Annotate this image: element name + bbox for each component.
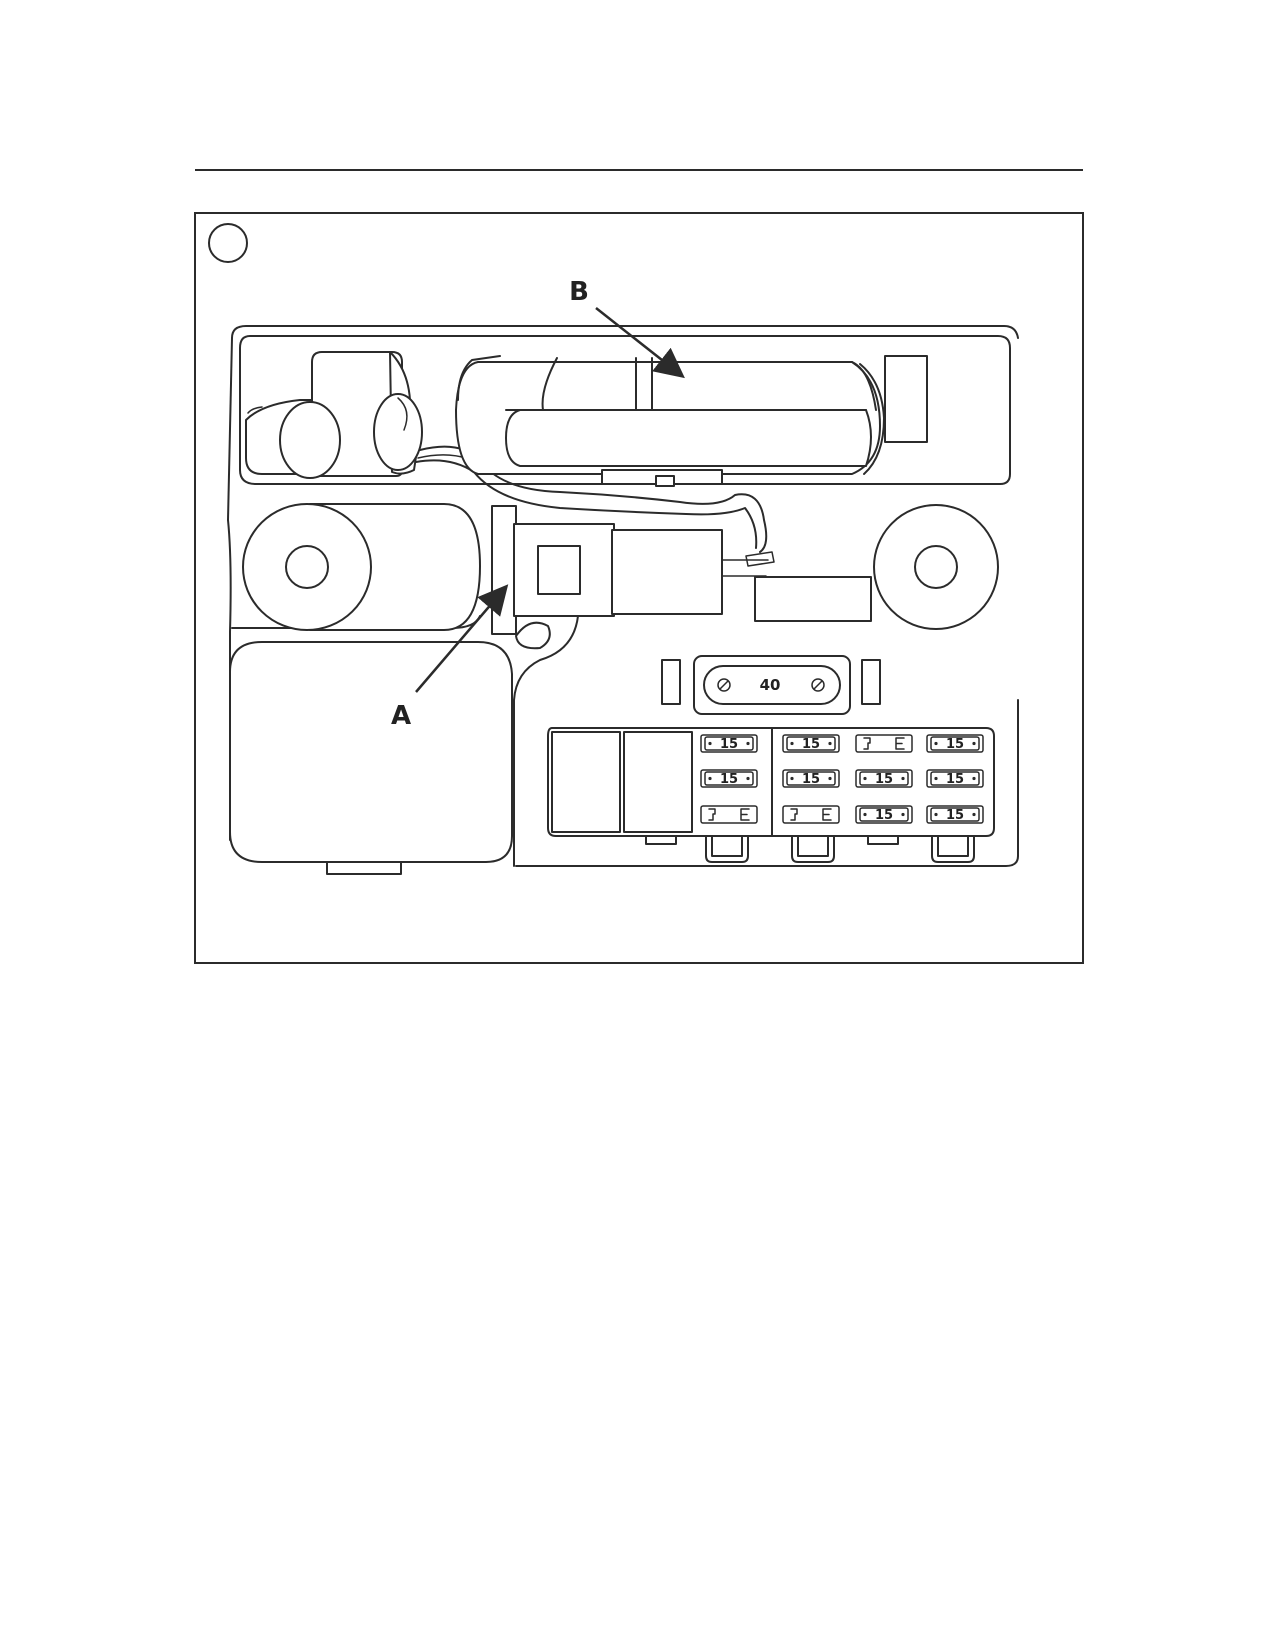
fuse-r2c1: 15 xyxy=(700,769,758,788)
cylinder-component-b xyxy=(455,355,928,487)
lower-left-compartment xyxy=(229,641,513,875)
callout-arrow-a xyxy=(415,584,509,693)
right-spool xyxy=(873,504,999,630)
callout-label-a: A xyxy=(391,701,411,731)
fuse-rating: 15 xyxy=(875,772,893,787)
maxi-fuse-rating: 40 xyxy=(760,676,781,694)
fuse-r3c2-empty xyxy=(782,805,840,824)
upper-compartment xyxy=(239,335,1011,485)
fuse-r2c2: 15 xyxy=(782,769,840,788)
maxi-fuse-holder: 40 xyxy=(661,655,881,715)
fuse-r1c3-empty xyxy=(855,734,913,753)
fuse-rating: 15 xyxy=(946,808,964,823)
fuse-rating: 15 xyxy=(720,737,738,752)
callout-arrow-b xyxy=(595,307,685,379)
fuse-r1c1: 15 xyxy=(700,734,758,753)
fuse-r3c3: 15 xyxy=(855,805,913,824)
fuse-r3c1-empty xyxy=(700,805,758,824)
label-plate xyxy=(754,576,872,622)
figure-frame xyxy=(194,212,1084,964)
corner-circle xyxy=(208,223,248,263)
fuse-r1c2: 15 xyxy=(782,734,840,753)
fuse-r2c3: 15 xyxy=(855,769,913,788)
connector-component-a xyxy=(491,505,775,650)
left-spool xyxy=(242,503,481,631)
blade-fuses: 15 15 15 15 15 xyxy=(700,734,984,824)
fuse-rating: 15 xyxy=(946,737,964,752)
fuse-r3c4: 15 xyxy=(926,805,984,824)
fuse-rating: 15 xyxy=(720,772,738,787)
fuse-r1c4: 15 xyxy=(926,734,984,753)
fuse-rating: 15 xyxy=(875,808,893,823)
compartment-divider xyxy=(513,615,579,867)
tray-outline xyxy=(227,325,1019,867)
callout-label-b: B xyxy=(569,277,589,307)
fuse-rating: 15 xyxy=(802,772,820,787)
fuse-r2c4: 15 xyxy=(926,769,984,788)
pump-body xyxy=(245,351,423,479)
fuse-rating: 15 xyxy=(802,737,820,752)
fuse-rating: 15 xyxy=(946,772,964,787)
